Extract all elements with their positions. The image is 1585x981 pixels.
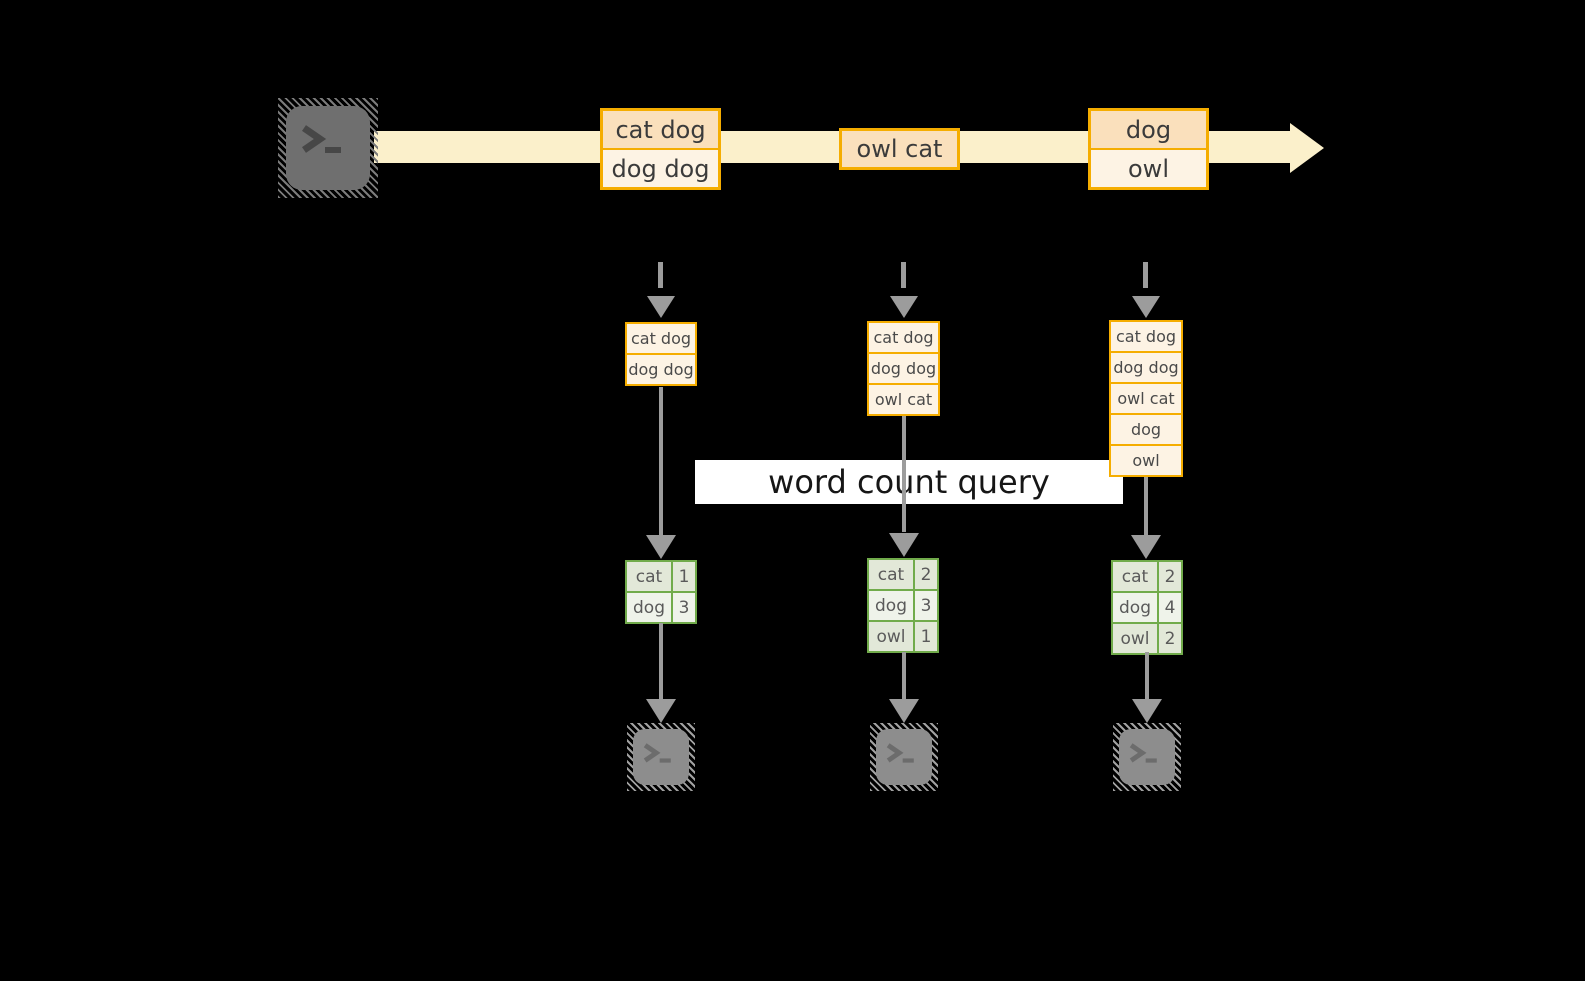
input-batch-stack-2: cat dog dog dog owl cat: [867, 321, 940, 416]
batch-line: cat dog: [869, 323, 938, 352]
terminal-screen: [633, 729, 689, 785]
result-count: 4: [1159, 593, 1181, 622]
trigger-arrow-dash-2: [901, 262, 906, 288]
trigger-arrow-dash-3: [1143, 262, 1148, 288]
terminal-prompt-icon: [302, 125, 341, 153]
batch-line: cat dog: [1111, 322, 1181, 351]
stream-event-box-2: owl cat: [839, 128, 960, 170]
stream-event-line: owl cat: [842, 131, 957, 167]
input-batch-stack-1: cat dog dog dog: [625, 322, 697, 386]
result-word: owl: [869, 622, 913, 651]
source-terminal-icon: [278, 98, 378, 198]
output-arrow-3: [1145, 652, 1149, 700]
result-count: 2: [915, 560, 937, 589]
terminal-prompt-icon: [1129, 743, 1157, 763]
batch-line: owl cat: [1111, 384, 1181, 413]
stream-event-line: cat dog: [603, 111, 718, 148]
query-arrowhead-icon-1: [646, 535, 676, 559]
stream-event-box-1: cat dog dog dog: [600, 108, 721, 190]
terminal-prompt-icon: [643, 743, 671, 763]
batch-line: owl: [1111, 446, 1181, 475]
query-arrow-1: [659, 387, 663, 535]
sink-terminal-icon-2: [870, 723, 938, 791]
input-batch-stack-3: cat dog dog dog owl cat dog owl: [1109, 320, 1183, 477]
batch-line: dog dog: [627, 355, 695, 384]
result-word: owl: [1113, 624, 1157, 653]
terminal-screen: [876, 729, 932, 785]
result-word: cat: [1113, 562, 1157, 591]
terminal-prompt-icon: [886, 743, 914, 763]
sink-terminal-icon-3: [1113, 723, 1181, 791]
result-count: 3: [915, 591, 937, 620]
stream-timeline-arrowhead-icon: [1290, 123, 1324, 173]
trigger-arrow-dash-1: [658, 262, 663, 288]
result-count: 3: [673, 593, 695, 622]
stream-event-box-3: dog owl: [1088, 108, 1209, 190]
batch-line: cat dog: [627, 324, 695, 353]
batch-line: dog: [1111, 415, 1181, 444]
stream-event-line: dog dog: [603, 150, 718, 187]
output-arrow-1: [659, 623, 663, 700]
result-word: dog: [869, 591, 913, 620]
result-count: 2: [1159, 624, 1181, 653]
trigger-arrowhead-icon-2: [890, 296, 918, 318]
result-table-2: cat 2 dog 3 owl 1: [867, 558, 939, 653]
result-table-1: cat 1 dog 3: [625, 560, 697, 624]
result-word: dog: [627, 593, 671, 622]
query-arrowhead-icon-2: [889, 533, 919, 557]
trigger-arrowhead-icon-1: [647, 296, 675, 318]
result-count: 1: [915, 622, 937, 651]
trigger-arrowhead-icon-3: [1132, 296, 1160, 318]
result-table-3: cat 2 dog 4 owl 2: [1111, 560, 1183, 655]
output-arrow-2: [902, 652, 906, 700]
batch-line: dog dog: [1111, 353, 1181, 382]
output-arrowhead-icon-2: [889, 699, 919, 723]
output-arrowhead-icon-1: [646, 699, 676, 723]
result-word: dog: [1113, 593, 1157, 622]
query-arrowhead-icon-3: [1131, 535, 1161, 559]
result-count: 1: [673, 562, 695, 591]
result-word: cat: [627, 562, 671, 591]
query-banner: word count query: [695, 460, 1123, 504]
output-arrowhead-icon-3: [1132, 699, 1162, 723]
batch-line: dog dog: [869, 354, 938, 383]
result-word: cat: [869, 560, 913, 589]
terminal-screen: [286, 106, 370, 190]
batch-line: owl cat: [869, 385, 938, 414]
stream-event-line: owl: [1091, 150, 1206, 187]
query-arrow-2: [902, 416, 906, 532]
terminal-screen: [1119, 729, 1175, 785]
result-count: 2: [1159, 562, 1181, 591]
stream-event-line: dog: [1091, 111, 1206, 148]
query-arrow-3: [1144, 477, 1148, 535]
sink-terminal-icon-1: [627, 723, 695, 791]
